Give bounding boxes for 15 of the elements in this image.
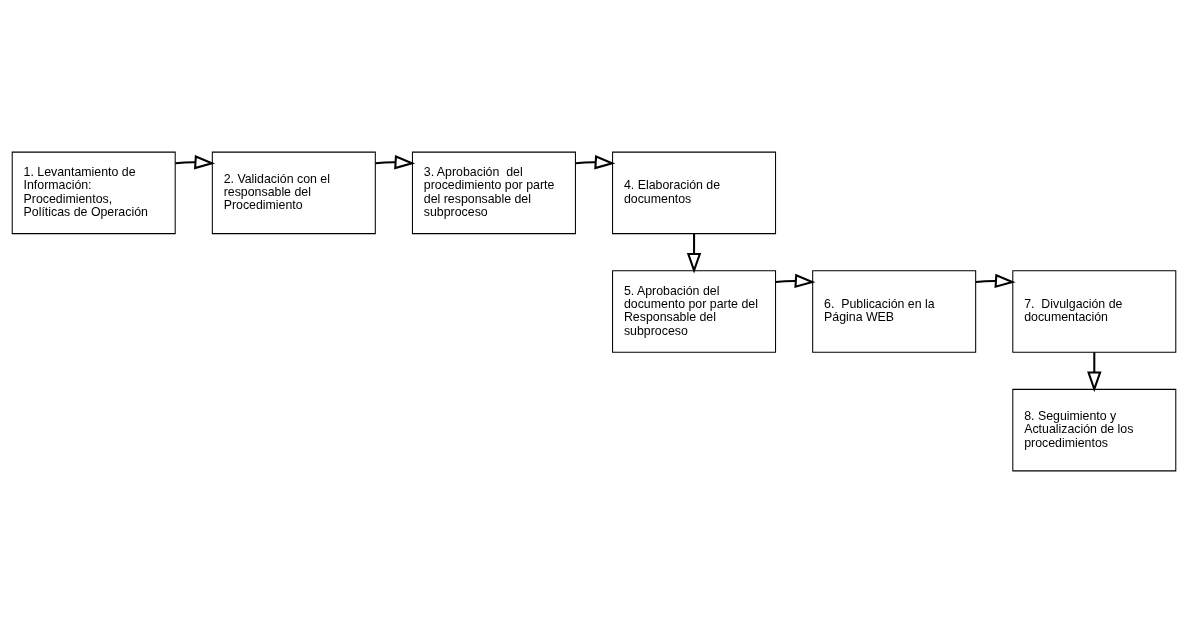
node-box: 4. Elaboración de documentos — [612, 151, 777, 235]
node-box: 5. Aprobación del documento por parte del Responsable del subproceso — [612, 270, 777, 353]
arrow — [375, 155, 416, 170]
arrow — [775, 273, 816, 289]
node-box: 3. Aprobación del procedimiento por parte del responsable del subproceso — [411, 151, 576, 235]
node-box: 7. Divulgación de documentación — [1012, 270, 1177, 353]
arrow — [175, 155, 216, 170]
node-box: 6. Publicación en la Página WEB — [812, 270, 977, 353]
node-box: 2. Validación con el responsable del Procedimiento — [211, 151, 376, 235]
arrow — [1087, 352, 1102, 393]
node-box: 8. Seguimiento y Actualización de los procedimientos — [1012, 388, 1177, 472]
arrow — [975, 273, 1016, 289]
arrow — [686, 233, 702, 274]
node-box: 1. Levantamiento de Información: Procedimientos, Políticas de Operación — [11, 151, 176, 235]
arrow — [575, 155, 616, 170]
